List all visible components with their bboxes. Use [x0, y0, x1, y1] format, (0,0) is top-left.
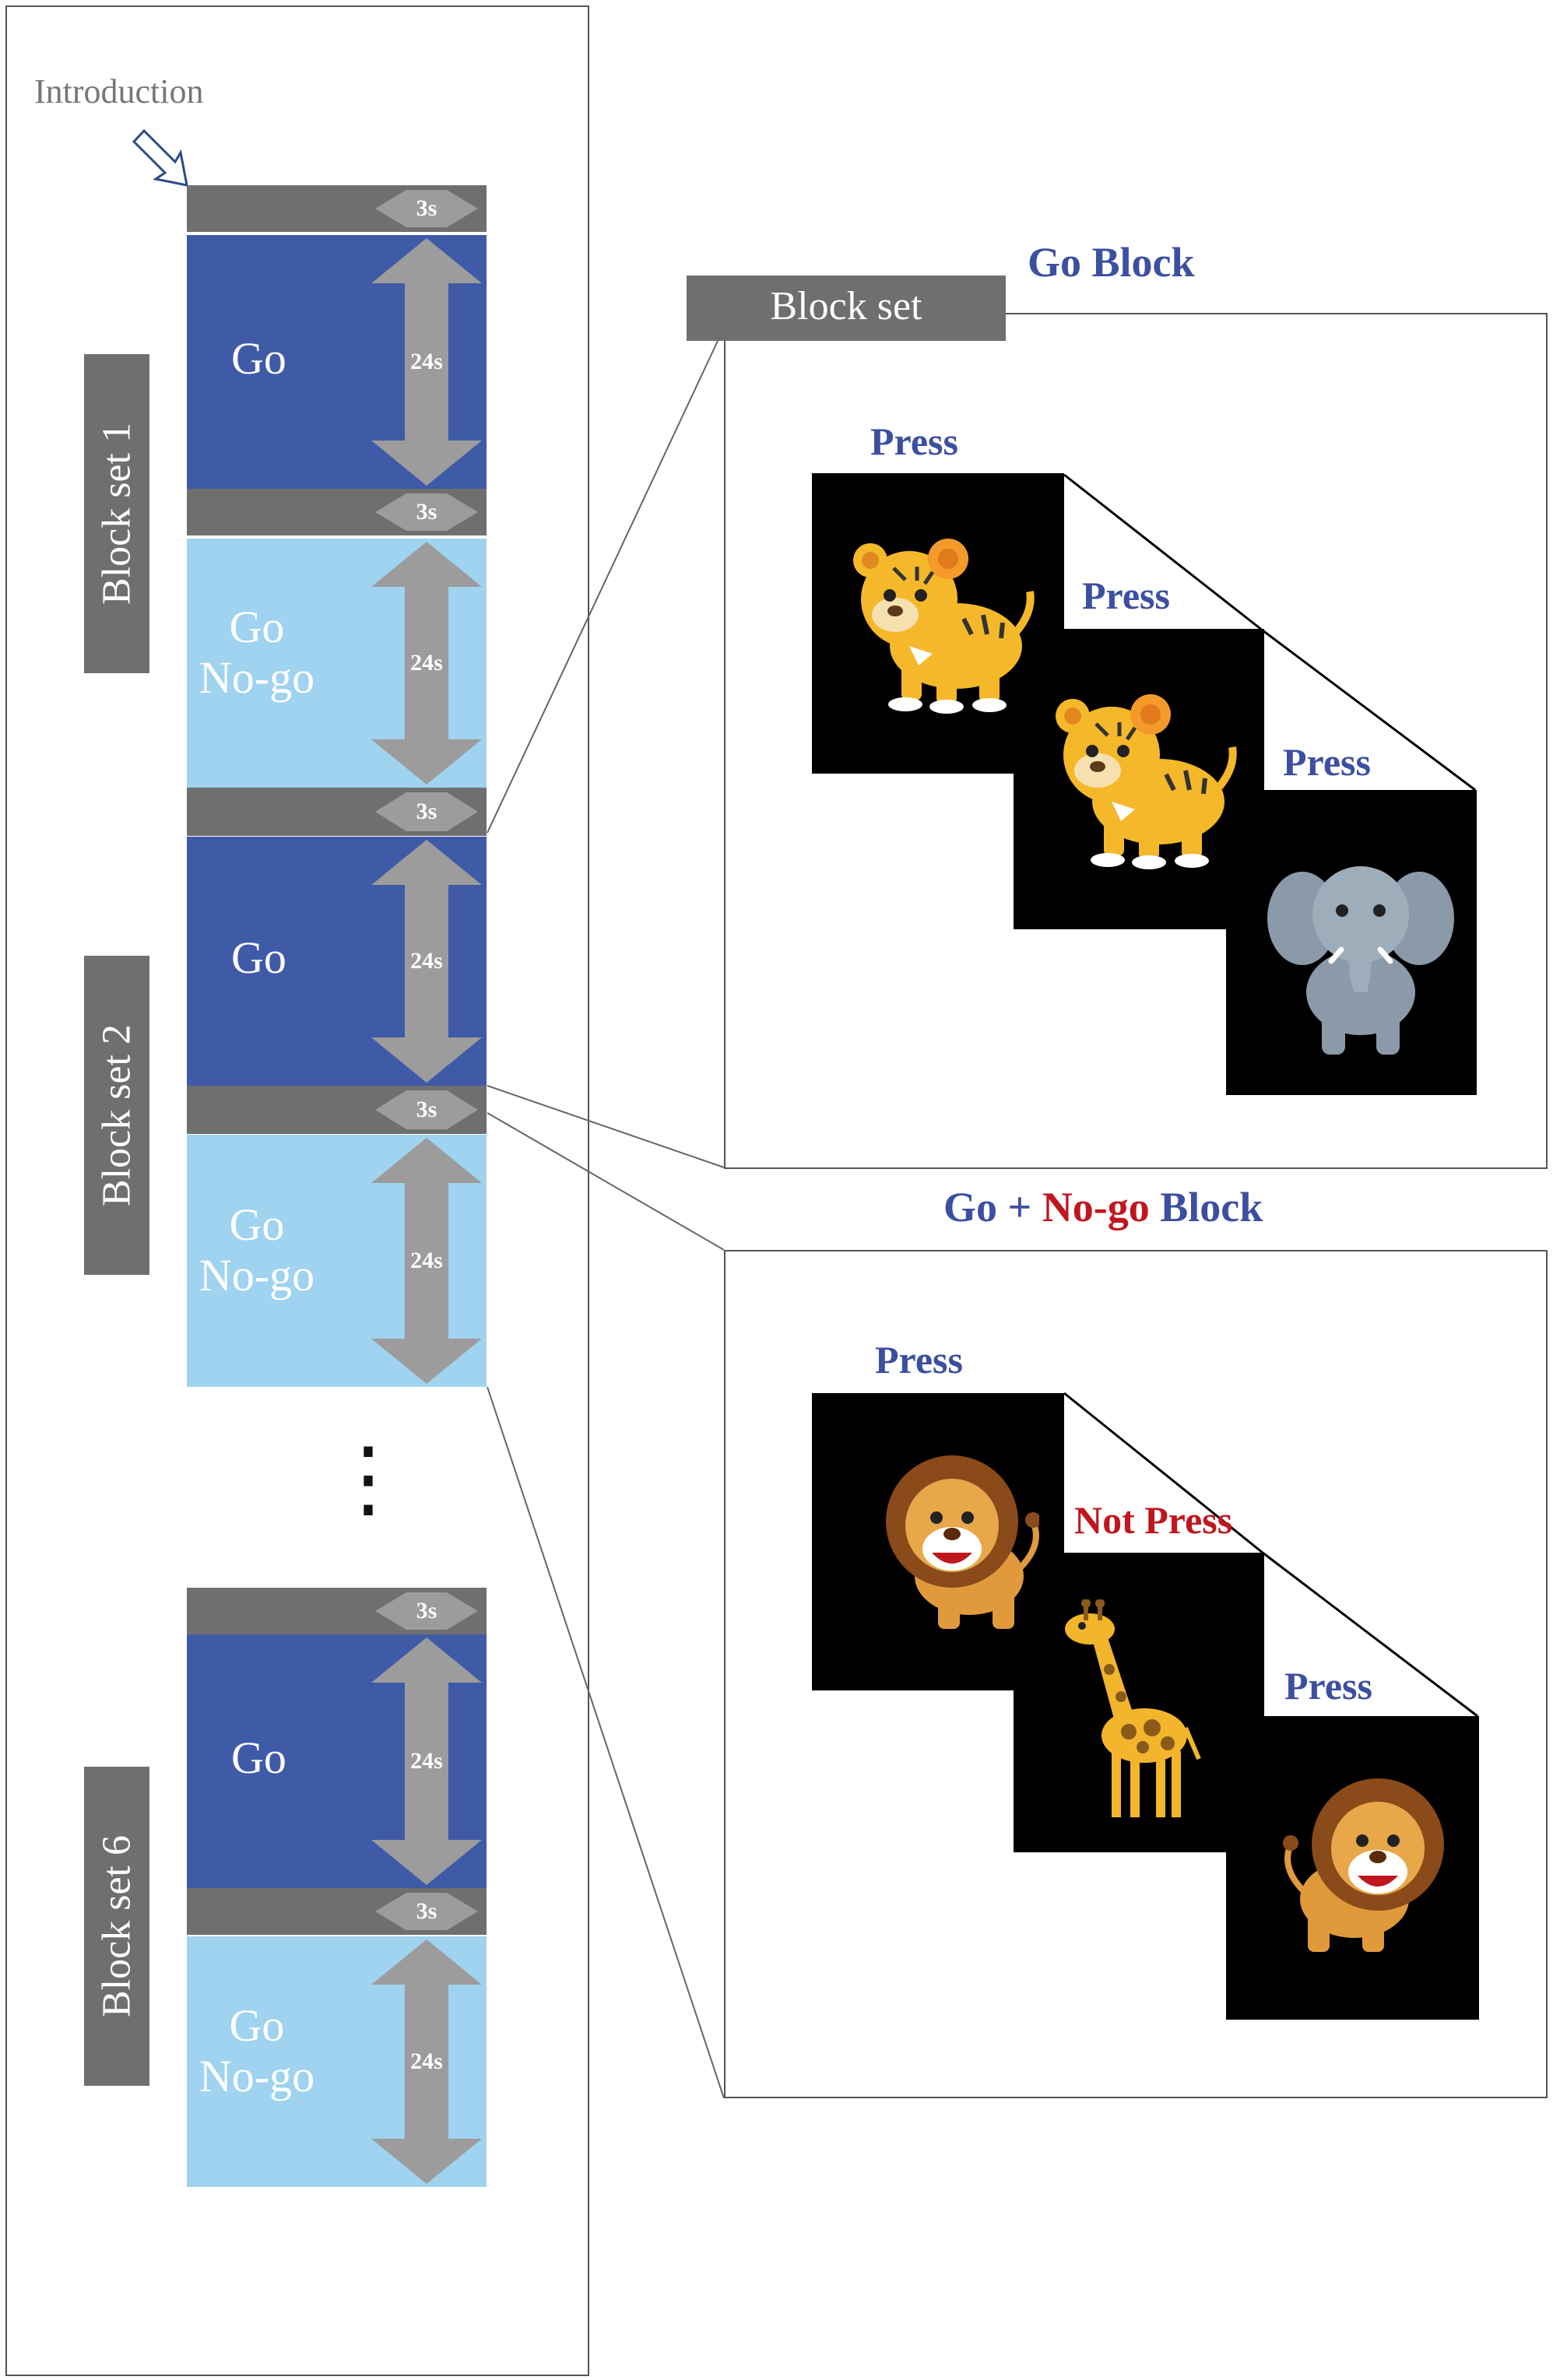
- tiger-icon: [853, 539, 1035, 714]
- ellipsis: ⋮: [325, 1431, 411, 1526]
- go-trial-3-label: Press: [1283, 740, 1371, 784]
- block-set-1-label: Block set 1: [84, 354, 149, 673]
- go-block-label: Go: [231, 333, 286, 384]
- rest-duration-label: 3s: [416, 1898, 437, 1924]
- intro-arrow-icon: [132, 128, 188, 187]
- gonogo-trial-1-label: Press: [875, 1338, 963, 1381]
- rest-duration-label: 3s: [416, 799, 437, 824]
- duration-arrow-icon: [371, 542, 482, 785]
- gonogo-block-title: Go + No-go Block: [943, 1183, 1263, 1231]
- gonogo-label-line2: No-go: [199, 2050, 315, 2101]
- gonogo-title-part1: Go +: [943, 1184, 1042, 1230]
- block-set-6-label: Block set 6: [84, 1767, 149, 2086]
- gonogo-label-line2: No-go: [199, 1249, 315, 1301]
- intro-label: Introduction: [34, 72, 204, 111]
- task-duration-label: 24s: [410, 948, 443, 974]
- block-set-2-label: Block set 2: [84, 956, 149, 1275]
- duration-arrow-icon: [371, 840, 482, 1083]
- rest-duration-label: 3s: [416, 1097, 437, 1122]
- task-duration-label: 24s: [410, 2048, 443, 2074]
- gonogo-label-line1: Go: [229, 602, 285, 652]
- gonogo-label-line1: Go: [229, 1199, 285, 1250]
- gonogo-label-line1: Go: [229, 2000, 285, 2051]
- duration-arrow-icon: [371, 238, 482, 486]
- rest-duration-label: 3s: [416, 499, 437, 525]
- task-duration-label: 24s: [410, 1748, 443, 1774]
- gonogo-label-line2: No-go: [199, 651, 315, 703]
- lion-icon: [886, 1455, 1039, 1629]
- go-block-label: Go: [231, 932, 286, 983]
- task-duration-label: 24s: [410, 349, 443, 374]
- duration-arrow-icon: [375, 493, 478, 531]
- go-trial-2-label: Press: [1082, 574, 1170, 617]
- go-block-title: Go Block: [1028, 239, 1195, 286]
- gonogo-title-part2: No-go: [1042, 1184, 1150, 1230]
- duration-arrow-icon: [375, 792, 478, 831]
- duration-arrow-icon: [371, 1138, 482, 1384]
- duration-arrow-icon: [371, 1638, 482, 1885]
- block-set-tab-label: Block set: [770, 284, 922, 328]
- block-set-tab: [687, 276, 1006, 341]
- rest-duration-label: 3s: [416, 1598, 437, 1624]
- duration-arrow-icon: [375, 1592, 478, 1630]
- gonogo-trial-2-label: Not Press: [1074, 1498, 1233, 1542]
- rest-duration-label: 3s: [416, 195, 437, 221]
- duration-arrow-icon: [371, 1939, 482, 2184]
- gonogo-trial-3-label: Press: [1284, 1664, 1372, 1708]
- giraffe-icon: [1065, 1599, 1201, 1817]
- gonogo-title-part3: Block: [1149, 1184, 1263, 1230]
- go-block-label: Go: [231, 1732, 286, 1783]
- duration-arrow-icon: [375, 1090, 478, 1129]
- duration-arrow-icon: [375, 190, 478, 227]
- task-duration-label: 24s: [410, 1248, 443, 1273]
- lion-icon: [1283, 1778, 1444, 1952]
- tiger-icon: [1056, 694, 1237, 869]
- task-duration-label: 24s: [410, 650, 443, 676]
- duration-arrow-icon: [375, 1893, 478, 1930]
- separator: [187, 232, 487, 235]
- elephant-icon: [1267, 866, 1454, 1055]
- go-trial-1-label: Press: [870, 419, 958, 463]
